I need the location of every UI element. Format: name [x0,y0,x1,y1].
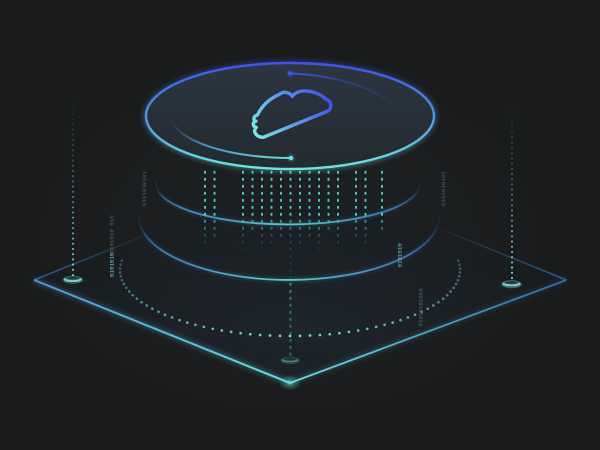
svg-text:0101010: 0101010 [397,243,404,268]
svg-text:0101010: 0101010 [109,252,116,277]
svg-text:0101010101: 0101010101 [440,171,447,206]
svg-text:0101010 010: 0101010 010 [109,215,116,254]
svg-text:0101010101: 0101010101 [141,171,148,206]
svg-text:01010101010: 01010101010 [418,288,425,327]
